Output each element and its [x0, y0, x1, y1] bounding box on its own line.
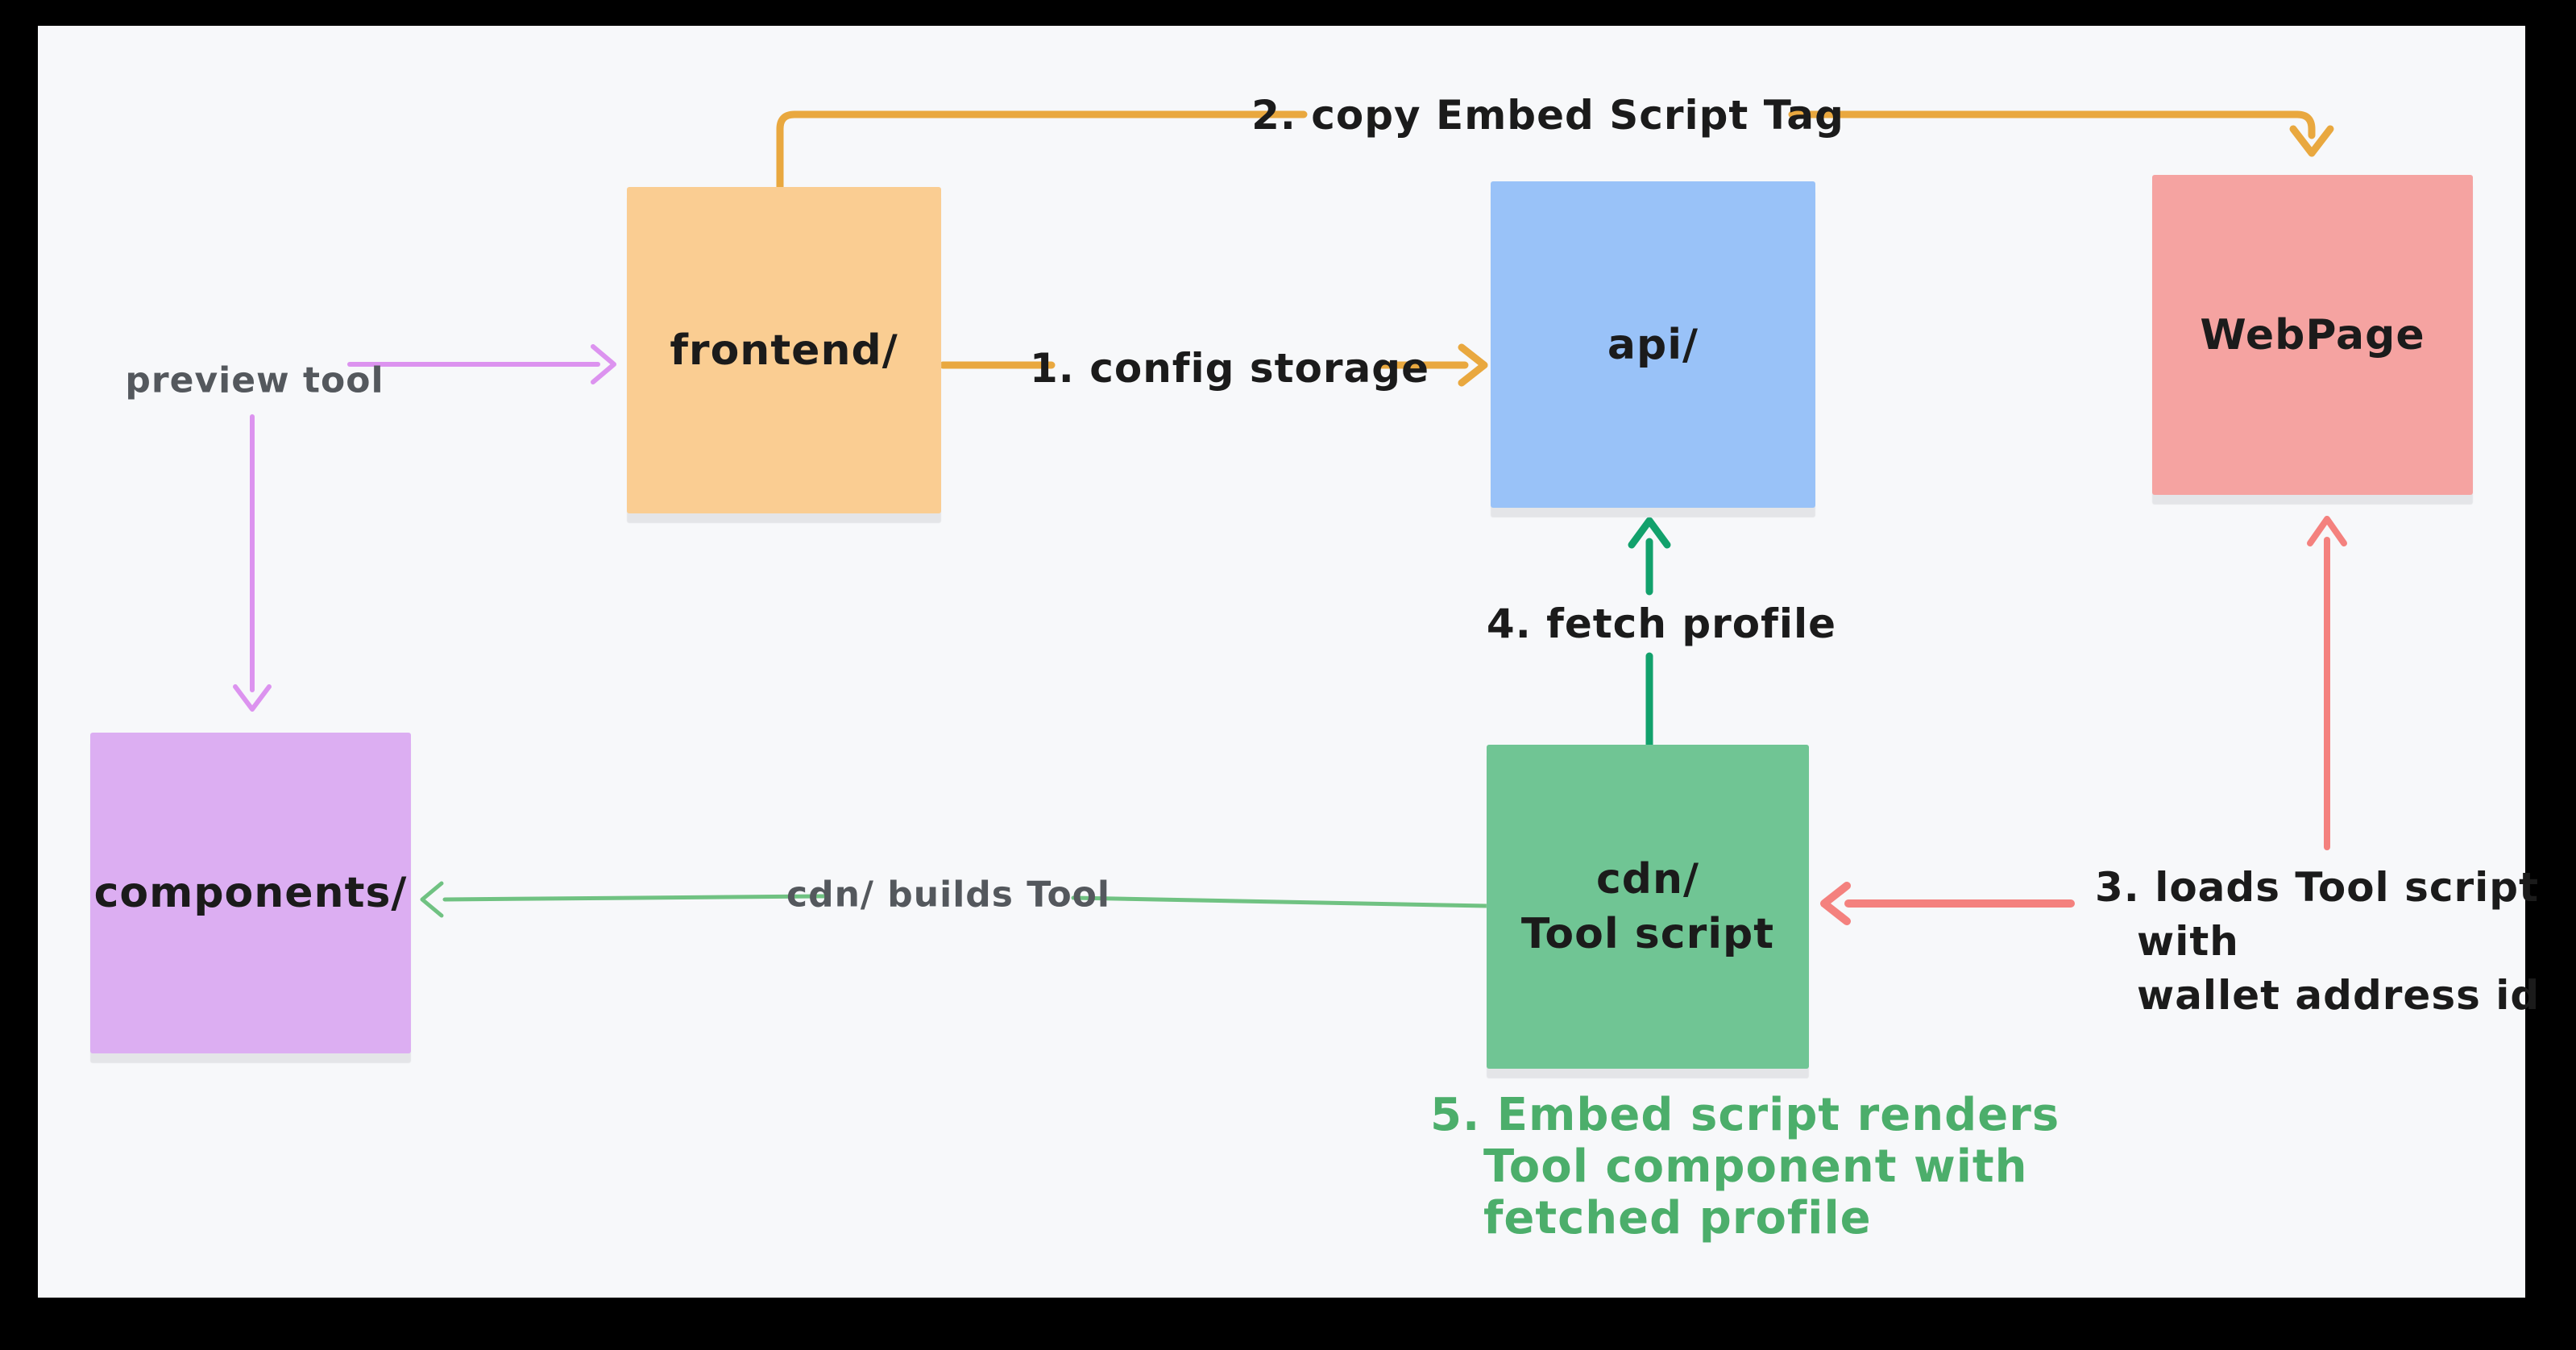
- annotation-line: wallet address id: [2137, 972, 2541, 1019]
- label-config-storage: 1. config storage: [1030, 345, 1429, 392]
- node-components-label: components/: [93, 869, 408, 917]
- node-components[interactable]: components/: [90, 733, 411, 1053]
- annotation-loads-tool-script: 3. loads Tool script with wallet address…: [2095, 861, 2540, 1023]
- label-fetch-profile: 4. fetch profile: [1486, 600, 1837, 647]
- node-cdn-label-line1: cdn/: [1595, 855, 1700, 903]
- annotation-line: 3. loads Tool script: [2095, 864, 2539, 911]
- annotation-line: with: [2137, 918, 2239, 965]
- annotation-embed-script-renders: 5. Embed script renders Tool component w…: [1430, 1090, 2060, 1244]
- node-cdn-tool-script[interactable]: cdn/ Tool script: [1487, 745, 1809, 1069]
- label-copy-embed-script-tag: 2. copy Embed Script Tag: [1251, 92, 1844, 139]
- node-cdn-label-line2: Tool script: [1520, 910, 1775, 958]
- diagram-panel: [38, 26, 2525, 1298]
- node-api-label: api/: [1607, 320, 1699, 369]
- node-frontend-label: frontend/: [670, 326, 898, 375]
- node-api[interactable]: api/: [1491, 181, 1815, 508]
- label-cdn-builds-tool: cdn/ builds Tool: [786, 874, 1110, 916]
- arrow-loads-to-cdn: [1820, 882, 2075, 925]
- annotation-line: 5. Embed script renders: [1430, 1089, 2060, 1141]
- arrow-preview-to-components: [233, 414, 272, 712]
- node-frontend[interactable]: frontend/: [627, 187, 941, 513]
- annotation-line: Tool component with: [1483, 1140, 2028, 1193]
- node-webpage[interactable]: WebPage: [2152, 175, 2473, 495]
- annotation-line: fetched profile: [1483, 1192, 1872, 1244]
- node-webpage-label: WebPage: [2200, 310, 2425, 359]
- arrow-loads-to-webpage: [2307, 516, 2347, 850]
- label-preview-tool: preview tool: [125, 359, 384, 401]
- arrow-preview-to-frontend: [347, 344, 616, 384]
